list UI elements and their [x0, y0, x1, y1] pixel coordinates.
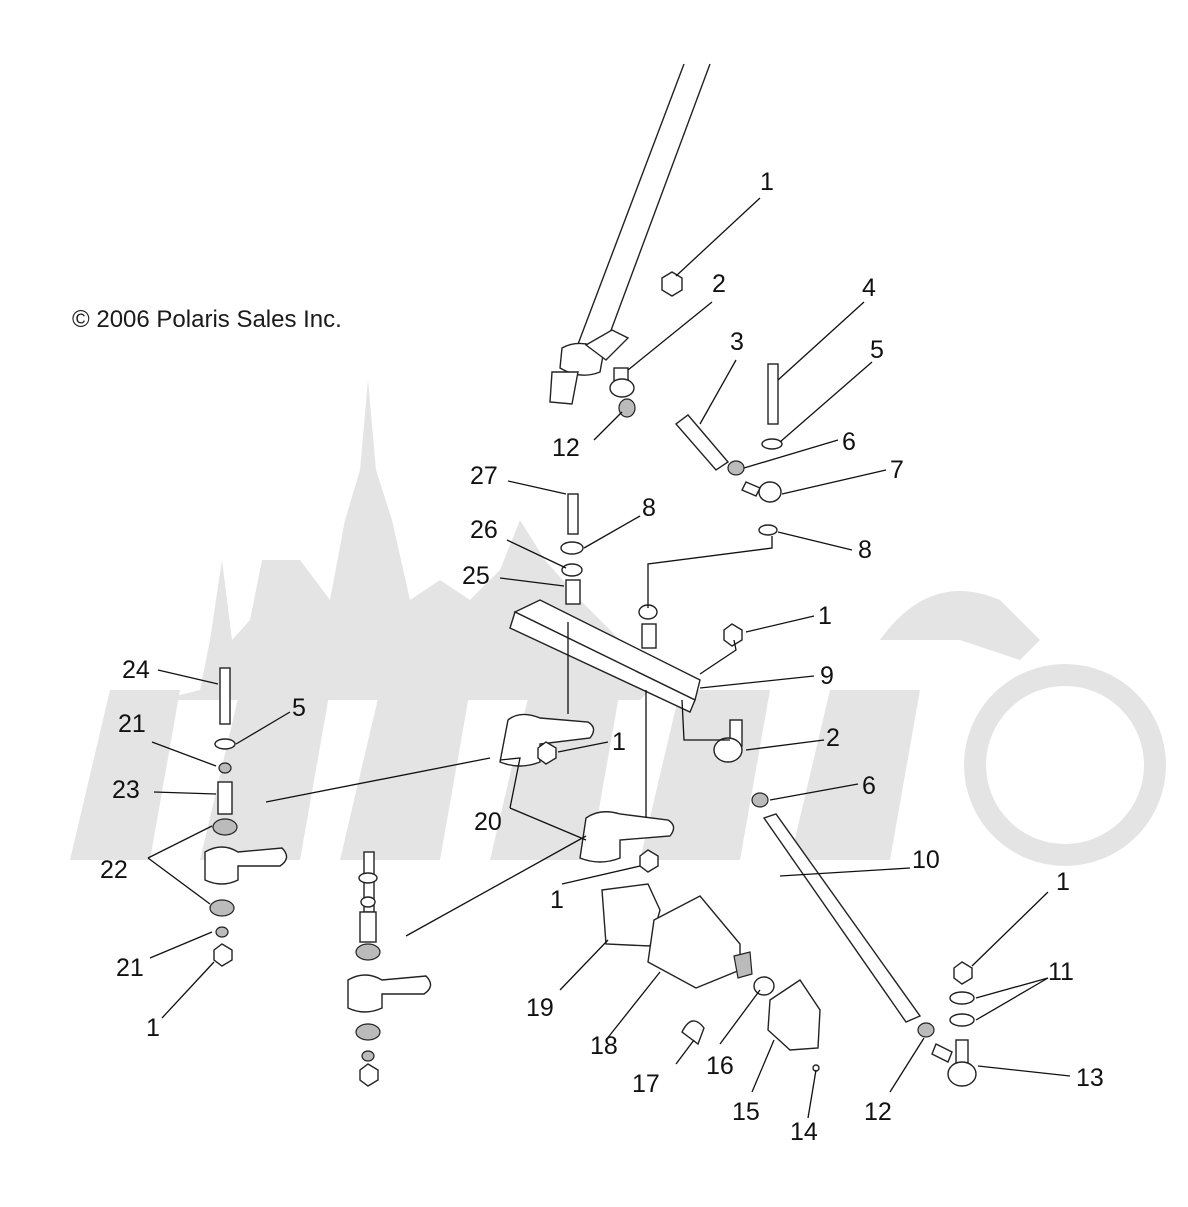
callout-5: 5	[870, 336, 884, 364]
callout-15: 15	[732, 1098, 760, 1126]
callout-8: 8	[642, 494, 656, 522]
callout-13: 13	[1076, 1064, 1104, 1092]
callout-1: 1	[612, 728, 626, 756]
callout-16: 16	[706, 1052, 734, 1080]
callout-1: 1	[760, 168, 774, 196]
callout-1: 1	[550, 886, 564, 914]
callout-21: 21	[118, 710, 146, 738]
callout-10: 10	[912, 846, 940, 874]
callout-22: 22	[100, 856, 128, 884]
callout-6: 6	[842, 428, 856, 456]
callout-11: 11	[1048, 958, 1074, 986]
callout-1: 1	[818, 602, 832, 630]
callout-3: 3	[730, 328, 744, 356]
copyright-notice: © 2006 Polaris Sales Inc.	[72, 306, 342, 333]
callout-12: 12	[864, 1098, 892, 1126]
callout-21: 21	[116, 954, 144, 982]
callout-9: 9	[820, 662, 834, 690]
callout-6: 6	[862, 772, 876, 800]
callouts: 1 2 3 4 5 12 6 7 27 8 26 8 25 1 9 24 5 2…	[100, 168, 1104, 1146]
callout-8: 8	[858, 536, 872, 564]
watermark	[70, 380, 1166, 866]
callout-4: 4	[862, 274, 876, 302]
callout-2: 2	[826, 724, 840, 752]
callout-20: 20	[474, 808, 502, 836]
callout-12: 12	[552, 434, 580, 462]
callout-14: 14	[790, 1118, 818, 1146]
callout-27: 27	[470, 462, 498, 490]
parts	[204, 271, 977, 1087]
callout-1: 1	[1056, 868, 1070, 896]
callout-18: 18	[590, 1032, 618, 1060]
callout-1: 1	[146, 1014, 160, 1042]
callout-25: 25	[462, 562, 490, 590]
callout-19: 19	[526, 994, 554, 1022]
callout-7: 7	[890, 456, 904, 484]
callout-2: 2	[712, 270, 726, 298]
callout-26: 26	[470, 516, 498, 544]
callout-23: 23	[112, 776, 140, 804]
callout-17: 17	[632, 1070, 660, 1098]
callout-5: 5	[292, 694, 306, 722]
callout-24: 24	[122, 656, 150, 684]
steering-shaft	[549, 63, 711, 405]
leader-lines	[147, 197, 1071, 1119]
